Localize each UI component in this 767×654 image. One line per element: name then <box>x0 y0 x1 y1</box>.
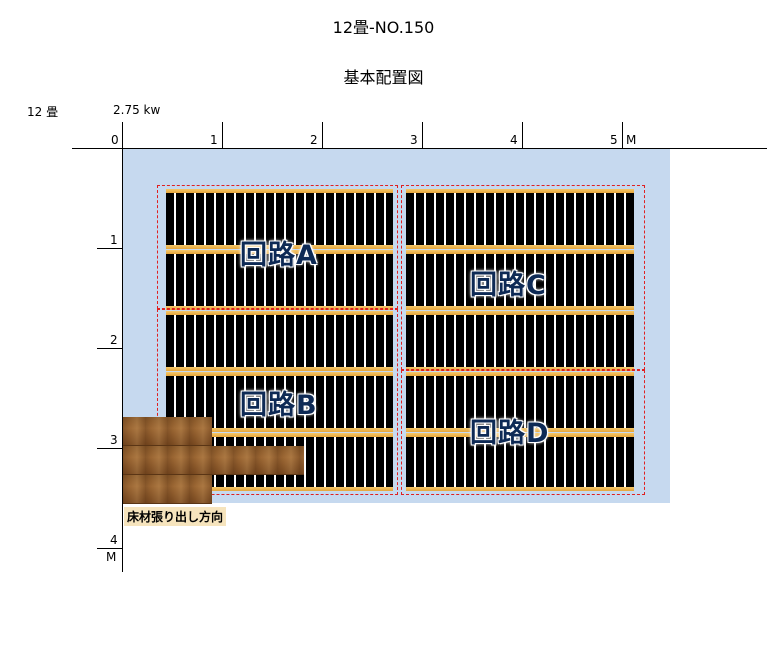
y-tick-4 <box>97 548 122 549</box>
y-axis-line <box>122 148 123 572</box>
heater-panel <box>406 372 634 432</box>
x-tick-1 <box>222 122 223 148</box>
flooring-plank <box>123 417 212 446</box>
x-tick-4 <box>522 122 523 148</box>
flooring-plank <box>123 475 212 504</box>
circuit-c-boundary <box>401 185 645 370</box>
x-tick-label-4: 4 <box>510 133 518 147</box>
circuit-a-label: 回路A <box>240 240 318 271</box>
x-tick-label-2: 2 <box>310 133 318 147</box>
heater-panel <box>406 433 634 491</box>
circuit-c-label: 回路C <box>470 270 547 301</box>
y-tick-2 <box>97 348 122 349</box>
room-size-label: 12 畳 <box>27 105 59 119</box>
y-tick-label-1: 1 <box>110 233 118 247</box>
heater-panel <box>406 250 634 310</box>
y-tick-label-2: 2 <box>110 333 118 347</box>
floor-direction-label: 床材張り出し方向 <box>124 507 227 526</box>
circuit-d-label: 回路D <box>470 418 550 449</box>
flooring-plank <box>123 446 304 475</box>
y-unit-label: M <box>106 550 117 564</box>
circuit-b-boundary <box>157 309 398 495</box>
x-tick-5 <box>622 122 623 148</box>
x-tick-label-3: 3 <box>410 133 418 147</box>
x-tick-label-0: 0 <box>111 133 119 147</box>
heater-panel <box>406 189 634 249</box>
y-tick-label-3: 3 <box>110 433 118 447</box>
page-subtitle: 基本配置図 <box>343 68 424 87</box>
circuit-a-boundary <box>157 185 398 309</box>
x-tick-0 <box>122 122 123 148</box>
heater-panel <box>166 189 393 249</box>
y-tick-label-4: 4 <box>110 533 118 547</box>
x-unit-label: M <box>626 133 637 147</box>
y-tick-1 <box>97 248 122 249</box>
x-tick-2 <box>322 122 323 148</box>
circuit-b-label: 回路B <box>240 390 318 421</box>
x-tick-3 <box>422 122 423 148</box>
heater-panel <box>166 311 393 371</box>
heater-panel <box>166 250 393 310</box>
y-tick-3 <box>97 448 122 449</box>
page-title: 12畳-NO.150 <box>332 18 435 37</box>
x-tick-label-1: 1 <box>210 133 218 147</box>
x-axis-line <box>72 148 767 149</box>
power-label: 2.75 kw <box>113 103 161 117</box>
x-tick-label-5: 5 <box>610 133 618 147</box>
circuit-d-boundary <box>401 370 645 495</box>
